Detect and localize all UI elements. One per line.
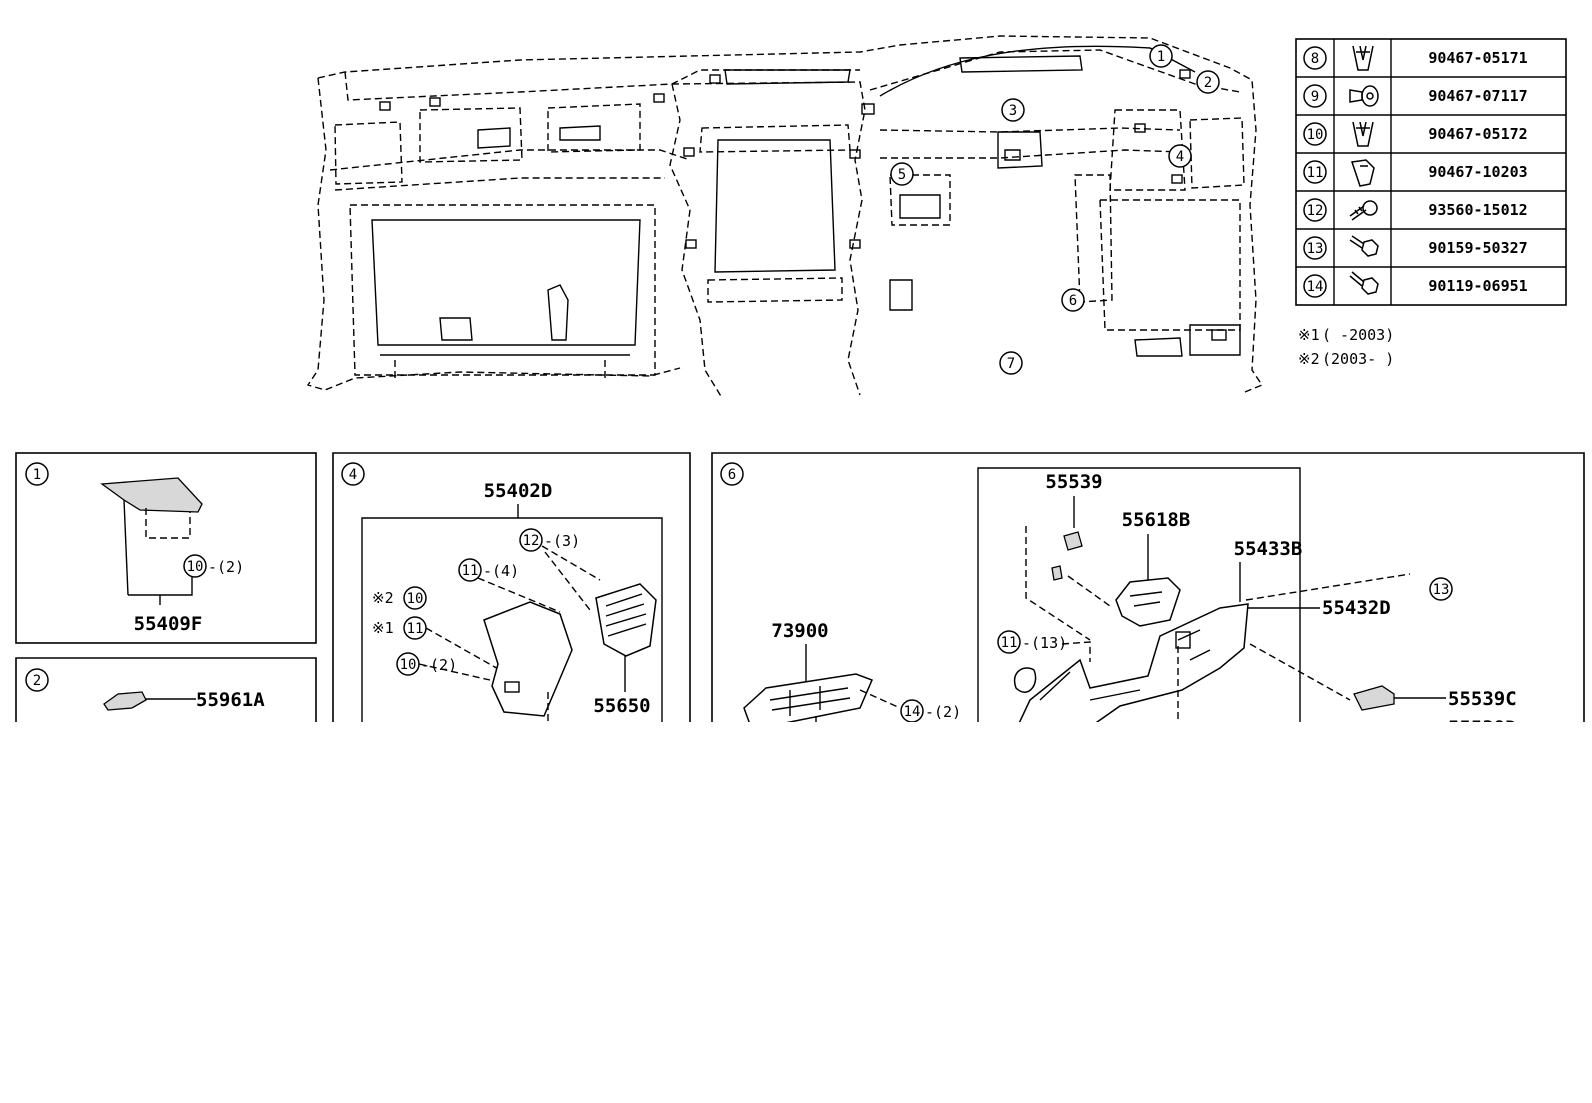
svg-text:55402D: 55402D xyxy=(484,480,553,502)
callout-1: 1 xyxy=(1149,44,1173,68)
svg-text:14: 14 xyxy=(904,704,921,720)
svg-text:55539: 55539 xyxy=(1045,471,1102,493)
svg-text:11: 11 xyxy=(1001,635,1018,651)
svg-text:-(2): -(2) xyxy=(208,558,244,576)
svg-text:90467-05171: 90467-05171 xyxy=(1428,49,1527,67)
fastener-row-8: 8 90467-05171 xyxy=(1303,45,1528,71)
svg-text:90119-06951: 90119-06951 xyxy=(1428,277,1527,295)
fastener-row-13: 13 90159-50327 xyxy=(1303,235,1528,260)
svg-text:10: 10 xyxy=(1307,127,1324,143)
svg-text:11: 11 xyxy=(462,563,479,579)
svg-text:55618B: 55618B xyxy=(1122,509,1191,531)
screw-icon xyxy=(1349,200,1378,221)
detail-panel-1: 1 10 -(2) 55409F xyxy=(15,452,317,644)
fastener-row-11: 11 90467-10203 xyxy=(1303,159,1528,187)
svg-text:3: 3 xyxy=(1009,103,1017,119)
svg-text:5: 5 xyxy=(898,167,906,183)
svg-text:55961A: 55961A xyxy=(196,689,265,711)
svg-text:-(2): -(2) xyxy=(925,703,961,721)
detail-panel-2: 2 55961A xyxy=(15,657,317,734)
svg-text:-(13): -(13) xyxy=(1022,634,1067,652)
svg-text:-(3): -(3) xyxy=(544,532,580,550)
svg-text:93560-15012: 93560-15012 xyxy=(1428,201,1527,219)
svg-text:9: 9 xyxy=(1311,89,1319,105)
callout-3: 3 xyxy=(1001,98,1025,122)
svg-text:12: 12 xyxy=(523,533,540,549)
fastener-row-14: 14 90119-06951 xyxy=(1303,271,1528,298)
production-notes: ※1 ( -2003) ※2 (2003- ) xyxy=(1298,326,1394,368)
svg-text:10: 10 xyxy=(407,591,424,607)
svg-text:-(2): -(2) xyxy=(421,656,457,674)
svg-text:55409F: 55409F xyxy=(134,613,203,635)
svg-text:(2003- ): (2003- ) xyxy=(1322,350,1394,368)
push-rivet-icon xyxy=(1349,85,1379,107)
faded-lower-area xyxy=(0,722,1592,1099)
bolt-icon xyxy=(1349,271,1379,295)
fastener-table: 8 90467-05171 9 90467-07117 10 90467-05 xyxy=(1295,38,1567,368)
svg-text:※1: ※1 xyxy=(372,619,394,637)
svg-text:73900: 73900 xyxy=(771,620,828,642)
fastener-row-9: 9 90467-07117 xyxy=(1303,84,1528,108)
svg-text:10: 10 xyxy=(400,657,417,673)
svg-text:( -2003): ( -2003) xyxy=(1322,326,1394,344)
svg-text:※1: ※1 xyxy=(1298,326,1320,344)
svg-text:4: 4 xyxy=(1176,149,1184,165)
svg-text:14: 14 xyxy=(1307,279,1324,295)
main-callouts: 1 2 3 4 5 6 7 xyxy=(890,44,1220,375)
svg-text:13: 13 xyxy=(1433,582,1450,598)
bolt-icon xyxy=(1349,235,1379,257)
fastener-row-10: 10 90467-05172 xyxy=(1303,121,1528,147)
svg-text:13: 13 xyxy=(1307,241,1324,257)
svg-text:90159-50327: 90159-50327 xyxy=(1428,239,1527,257)
svg-text:4: 4 xyxy=(349,467,357,483)
fastener-row-12: 12 93560-15012 xyxy=(1303,198,1528,222)
callout-2: 2 xyxy=(1196,70,1220,94)
svg-text:11: 11 xyxy=(1307,165,1324,181)
svg-text:55650: 55650 xyxy=(593,695,650,717)
svg-text:6: 6 xyxy=(1069,293,1077,309)
callout-6: 6 xyxy=(1061,288,1085,312)
clip-icon xyxy=(1352,121,1374,147)
dashboard-assembly xyxy=(306,35,1264,399)
svg-text:-(4): -(4) xyxy=(483,562,519,580)
svg-text:※2: ※2 xyxy=(372,589,394,607)
bracket-clip-icon xyxy=(1351,159,1375,187)
callout-7: 7 xyxy=(999,351,1023,375)
svg-text:11: 11 xyxy=(407,621,424,637)
svg-text:55432D: 55432D xyxy=(1322,597,1391,619)
svg-text:90467-05172: 90467-05172 xyxy=(1428,125,1527,143)
svg-text:7: 7 xyxy=(1007,356,1015,372)
svg-text:1: 1 xyxy=(1157,49,1165,65)
svg-text:8: 8 xyxy=(1311,51,1319,67)
svg-text:10: 10 xyxy=(187,559,204,575)
svg-text:55433B: 55433B xyxy=(1234,538,1303,560)
callout-4: 4 xyxy=(1168,144,1192,168)
svg-text:90467-07117: 90467-07117 xyxy=(1428,87,1527,105)
svg-text:※2: ※2 xyxy=(1298,350,1320,368)
svg-text:2: 2 xyxy=(33,673,41,689)
svg-text:55539C: 55539C xyxy=(1448,688,1517,710)
svg-text:2: 2 xyxy=(1204,75,1212,91)
callout-5: 5 xyxy=(890,162,914,186)
svg-text:6: 6 xyxy=(728,467,736,483)
svg-text:90467-10203: 90467-10203 xyxy=(1428,163,1527,181)
svg-text:1: 1 xyxy=(33,467,41,483)
clip-icon xyxy=(1352,45,1374,71)
detail-panel-6: 6 55539 55618B 55433B 55432D 13 11 xyxy=(711,452,1585,739)
svg-text:12: 12 xyxy=(1307,203,1324,219)
detail-panel-4: 4 55402D 12 -(3) 11 -(4) ※2 10 ※1 11 10 … xyxy=(332,452,691,734)
